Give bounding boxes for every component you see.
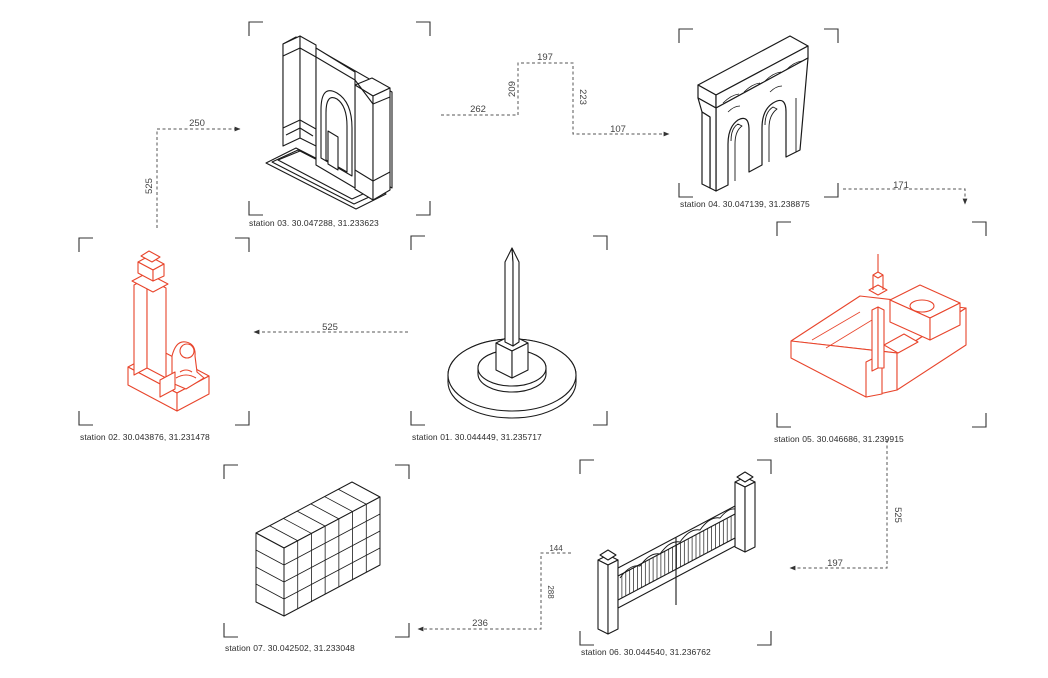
frame-station-04 xyxy=(678,28,839,198)
distance-label: 107 xyxy=(610,124,626,135)
station-02-caption: station 02. 30.043876, 31.231478 xyxy=(80,432,210,442)
route-s04-s05 xyxy=(843,188,968,205)
route-s05-s06 xyxy=(789,440,888,571)
gate-illustration[interactable] xyxy=(597,471,756,635)
distance-label: 209 xyxy=(507,81,518,97)
building-minaret-illustration[interactable] xyxy=(790,254,967,398)
obelisk-illustration[interactable] xyxy=(447,247,577,419)
frame-station-03 xyxy=(248,21,431,216)
distance-label: 236 xyxy=(472,618,488,629)
station-04-caption: station 04. 30.047139, 31.238875 xyxy=(680,199,810,209)
distance-label: 197 xyxy=(537,52,553,63)
route-lines xyxy=(156,62,968,632)
distance-label: 223 xyxy=(577,89,588,105)
station-05-caption: station 05. 30.046686, 31.239915 xyxy=(774,434,904,444)
distance-label: 197 xyxy=(827,558,843,569)
tower-lion-illustration[interactable] xyxy=(127,250,210,412)
distance-label: 288 xyxy=(546,585,555,599)
frame-station-01 xyxy=(410,235,608,426)
distance-label: 262 xyxy=(470,104,486,115)
frame-station-06 xyxy=(579,459,772,646)
frame-station-02 xyxy=(78,237,250,426)
distance-label: 144 xyxy=(549,544,563,553)
distance-label: 525 xyxy=(892,507,903,523)
distance-labels: 525 525 250 262 209 197 223 107 171 525 … xyxy=(144,52,909,629)
distance-label: 171 xyxy=(893,180,909,191)
distance-label: 525 xyxy=(322,322,338,333)
gateway-illustration xyxy=(265,35,393,210)
distance-label: 525 xyxy=(144,178,155,194)
block-wall-illustration[interactable] xyxy=(255,481,381,617)
frame-station-07 xyxy=(223,464,410,638)
route-s06-s07 xyxy=(417,552,571,632)
distance-label: 250 xyxy=(189,118,205,129)
station-01-caption: station 01. 30.044449, 31.235717 xyxy=(412,432,542,442)
route-s03-s04 xyxy=(441,62,670,137)
frame-station-05 xyxy=(776,221,987,428)
station-07-caption: station 07. 30.042502, 31.233048 xyxy=(225,643,355,653)
route-s02-s03 xyxy=(156,126,241,228)
arcade-illustration xyxy=(697,35,809,192)
station-frames xyxy=(78,21,987,646)
station-03-caption: station 03. 30.047288, 31.233623 xyxy=(249,218,379,228)
station-06-caption: station 06. 30.044540, 31.236762 xyxy=(581,647,711,657)
